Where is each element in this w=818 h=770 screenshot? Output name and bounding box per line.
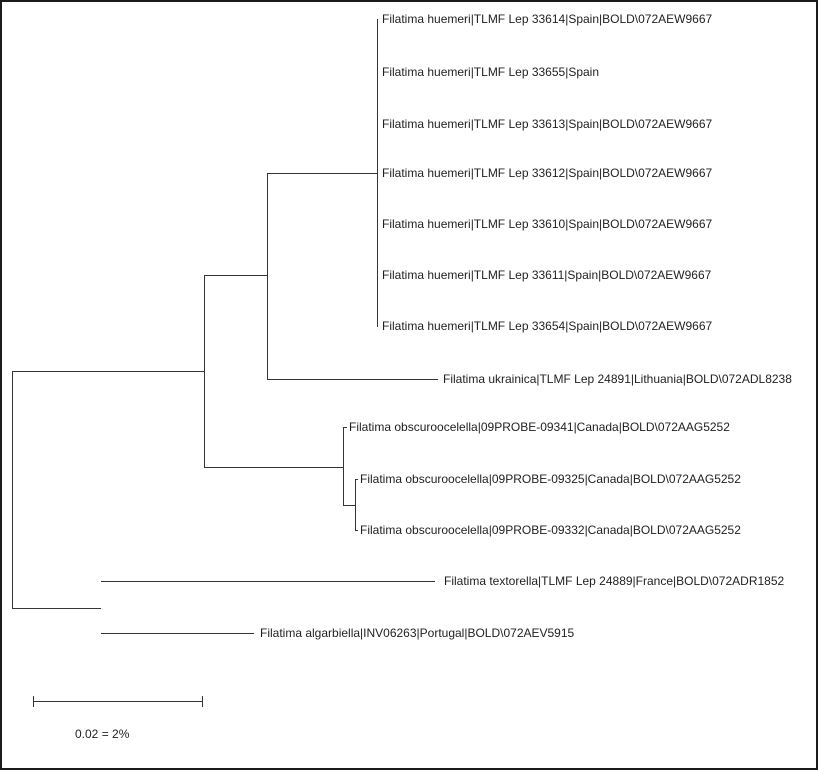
huemeri-comb-node (377, 19, 378, 327)
huemeri-ukrainica-stem (204, 275, 267, 276)
scale-bar-left-tick (33, 696, 34, 707)
taxon-label-huemeri-33614: Filatima huemeri|TLMF Lep 33614|Spain|BO… (382, 12, 713, 26)
obscuroocelella-09332-branch (355, 530, 358, 531)
taxon-label-algarbiella-INV06263: Filatima algarbiella|INV06263|Portugal|B… (260, 626, 575, 640)
taxon-label-huemeri-33611: Filatima huemeri|TLMF Lep 33611|Spain|BO… (382, 268, 712, 282)
lower-clade-stem (12, 608, 101, 609)
obscuroocelella-subclade-stem (343, 505, 355, 506)
taxon-label-huemeri-33612: Filatima huemeri|TLMF Lep 33612|Spain|BO… (382, 166, 713, 180)
algarbiella-branch (101, 633, 254, 634)
huemeri-clade-stem (267, 173, 377, 174)
obscuroocelella-node (343, 427, 344, 506)
taxon-label-huemeri-33613: Filatima huemeri|TLMF Lep 33613|Spain|BO… (382, 117, 713, 131)
textorella-branch (101, 581, 435, 582)
obscuroocelella-09341-branch (343, 427, 347, 428)
obscuroocelella-stem (204, 467, 343, 468)
taxon-label-obscuroocelella-09341: Filatima obscuroocelella|09PROBE-09341|C… (349, 420, 730, 434)
taxon-label-textorella-24889: Filatima textorella|TLMF Lep 24889|Franc… (444, 574, 785, 588)
obscuroocelella-subnode (355, 479, 356, 531)
scale-bar-line (33, 701, 202, 702)
taxon-label-obscuroocelella-09332: Filatima obscuroocelella|09PROBE-09332|C… (360, 523, 741, 537)
upper-clade-stem (12, 371, 204, 372)
taxon-label-obscuroocelella-09325: Filatima obscuroocelella|09PROBE-09325|C… (360, 472, 741, 486)
taxon-label-huemeri-33654: Filatima huemeri|TLMF Lep 33654|Spain|BO… (382, 319, 713, 333)
ukrainica-branch (267, 379, 438, 380)
obscuroocelella-09325-branch (355, 479, 358, 480)
upper-clade-node (204, 275, 205, 468)
scale-bar-label: 0.02 = 2% (75, 727, 130, 741)
taxon-label-ukrainica-24891: Filatima ukrainica|TLMF Lep 24891|Lithua… (443, 372, 792, 386)
taxon-label-huemeri-33655: Filatima huemeri|TLMF Lep 33655|Spain (382, 65, 600, 79)
root-node (12, 371, 13, 609)
huemeri-ukrainica-node (267, 173, 268, 380)
scale-bar-right-tick (202, 696, 203, 707)
taxon-label-huemeri-33610: Filatima huemeri|TLMF Lep 33610|Spain|BO… (382, 217, 713, 231)
